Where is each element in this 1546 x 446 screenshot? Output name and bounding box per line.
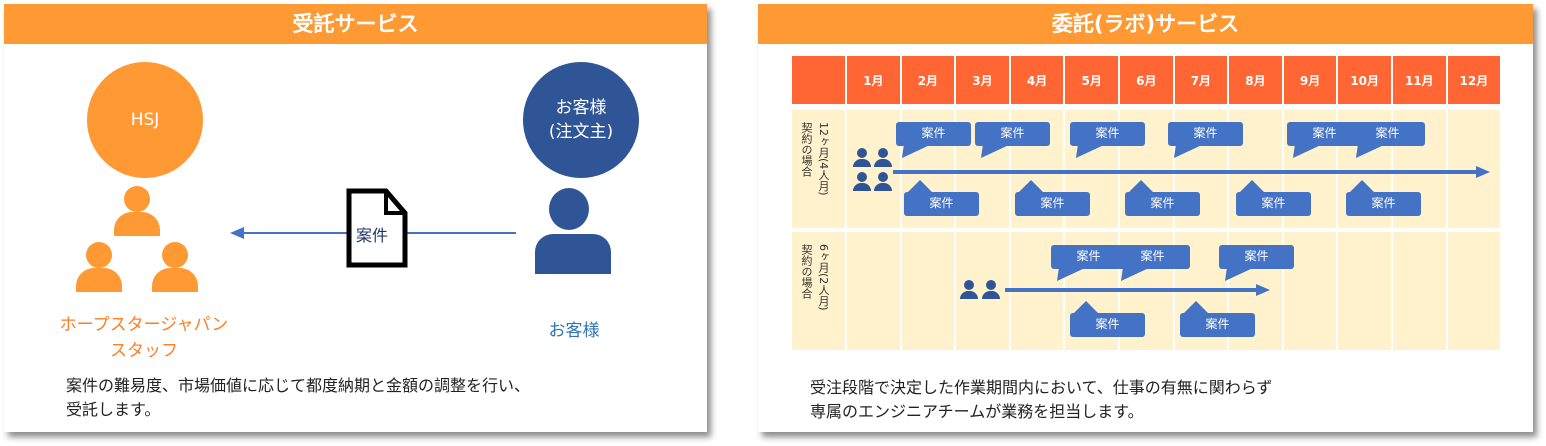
schedule-cell [1447,232,1501,350]
outsourcing-panel: 受託サービス HSJ お客様 (注文主) 案件 ホープスタージャパン スタッフ … [4,4,707,432]
project-bubble: 案件 [904,192,979,216]
flow-arrowhead [230,227,244,239]
timeline-arrow-6m-head [1256,284,1270,296]
client-circle-line2: (注文主) [548,122,614,142]
month-header: 7月 [1174,56,1228,104]
schedule-cell [1393,232,1446,350]
hsj-circle: HSJ [87,62,203,178]
schedule-cell [901,232,955,350]
client-circle: お客様 (注文主) [523,62,639,178]
panel-title: 委託(ラボ)サービス [758,4,1533,44]
panel-title: 受託サービス [4,4,707,44]
engineer-icon [960,280,978,300]
engineer-icon [874,148,892,168]
project-bubble: 案件 [1180,313,1255,337]
row-label-duration: 6ヶ月(2人月) [817,244,830,311]
lab-description: 受注段階で決定した作業期間内において、仕事の有無に関わらず 専属のエンジニアチー… [810,378,1273,421]
month-header: 8月 [1229,56,1282,104]
row-label-cell [792,110,845,228]
project-bubble: 案件 [1115,245,1190,269]
project-bubble: 案件 [1168,122,1243,146]
month-header: 1月 [847,56,900,104]
staff-caption: ホープスタージャパン スタッフ [59,315,229,361]
month-header: 2月 [901,56,955,104]
timeline-arrow-12m-line [893,170,1478,174]
engineer-icon [874,172,892,192]
client-caption: お客様 [548,321,600,341]
engineer-icon [853,148,871,168]
engineer-icon [982,280,1000,300]
row-label-contract: 契約の場合 [800,244,813,299]
project-bubble: 案件 [896,122,971,146]
timeline-arrow-6m-line [1005,288,1258,292]
schedule-cell [1447,110,1501,228]
document-label: 案件 [356,226,389,245]
month-header: 4月 [1010,56,1064,104]
project-bubble: 案件 [1070,313,1145,337]
project-bubble: 案件 [1346,192,1421,216]
month-header: 3月 [956,56,1009,104]
project-bubble: 案件 [975,122,1050,146]
outsourcing-description: 案件の難易度、市場価値に応じて都度納期と金額の調整を行い、 受託します。 [66,376,531,419]
month-header: 6月 [1120,56,1173,104]
month-header: 9月 [1283,56,1337,104]
project-bubble: 案件 [1015,192,1090,216]
timeline-arrow-12m-head [1476,166,1490,178]
project-bubble: 案件 [1350,122,1425,146]
project-bubble: 案件 [1051,245,1126,269]
project-bubble: 案件 [1236,192,1311,216]
row-label-cell [792,232,845,350]
project-bubble: 案件 [1070,122,1145,146]
month-header: 5月 [1065,56,1118,104]
client-circle-line1: お客様 [555,98,607,118]
engineer-icon [853,172,871,192]
month-header: 12月 [1447,56,1501,104]
project-bubble: 案件 [1287,122,1362,146]
schedule-cell [1338,232,1391,350]
project-bubble: 案件 [1219,245,1294,269]
month-header: 10月 [1338,56,1391,104]
month-header: 11月 [1393,56,1446,104]
document-icon: 案件 [346,188,408,268]
row-label-duration: 12ヶ月(4人月) [817,122,830,196]
schedule-cell [847,110,900,228]
row-label-contract: 契約の場合 [800,122,813,177]
project-bubble: 案件 [1125,192,1200,216]
schedule-cell [847,232,900,350]
month-header-corner [792,56,845,104]
